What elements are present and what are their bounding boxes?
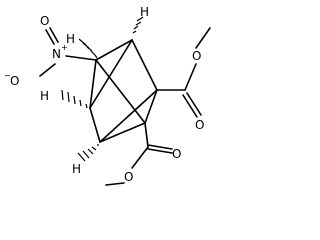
nitro-nitrogen-charge: + xyxy=(61,43,68,52)
hash-wedge-upper-left xyxy=(78,38,98,59)
bond-c3-n xyxy=(65,55,97,61)
bond-c4-c6 xyxy=(99,122,146,143)
bond-carbonyl1-o-double-a xyxy=(186,92,202,116)
ester1-carbonyl-oxygen-label: O xyxy=(195,118,204,132)
hydrogen-left-label: H xyxy=(40,89,49,103)
bond-c4-carbonyl2 xyxy=(144,122,149,148)
hash-wedge-bottom-left xyxy=(77,144,99,162)
bond-carbonyl2-o-double-b xyxy=(147,148,173,154)
ester2-carbonyl-oxygen-label: O xyxy=(172,147,181,161)
ester2-methoxy-oxygen-label: O xyxy=(124,170,133,184)
bond-c2-c4 xyxy=(144,89,158,124)
nitro-oxygen-minus-label: O xyxy=(10,74,19,88)
nitro-nitrogen-label: N xyxy=(52,47,61,61)
bond-n-o-minus xyxy=(39,63,56,77)
bond-c3-c4 xyxy=(95,59,146,124)
hash-wedge-top-right xyxy=(132,16,144,34)
molecule-diagram: N + O − O H H H H O O O O xyxy=(4,5,211,186)
nitro-oxygen-minus-charge: − xyxy=(4,71,11,80)
bond-o-methoxy-ch3-1 xyxy=(195,27,211,49)
bond-c2-c6 xyxy=(99,89,158,143)
ester-bonds xyxy=(105,27,211,186)
cage-bonds xyxy=(65,39,158,143)
bond-n-o-double-a xyxy=(49,27,59,43)
bond-c3-c5 xyxy=(89,59,97,109)
bond-carbonyl1-o-double-b xyxy=(182,94,198,118)
bond-carbonyl1-o-methoxy xyxy=(184,63,197,91)
hash-wedge-left xyxy=(61,89,88,109)
bond-c5-c6 xyxy=(89,107,101,143)
ester1-methoxy-oxygen-label: O xyxy=(192,49,201,63)
bond-c1-c2 xyxy=(131,39,158,91)
bond-n-o-double-b xyxy=(45,29,55,45)
hydrogen-upper-left-label: H xyxy=(66,32,75,46)
nitro-oxygen-double-label: O xyxy=(40,14,49,28)
hydrogen-top-right-label: H xyxy=(140,5,149,19)
nitro-bonds xyxy=(39,27,59,77)
bond-o-methoxy-ch3-2 xyxy=(105,182,125,186)
bond-c1-c5 xyxy=(89,39,133,109)
bond-carbonyl2-o-double-a xyxy=(147,144,173,150)
bond-carbonyl2-o-methoxy xyxy=(131,146,149,169)
hydrogen-bottom-left-label: H xyxy=(72,162,81,176)
bond-c1-c3 xyxy=(95,39,133,61)
